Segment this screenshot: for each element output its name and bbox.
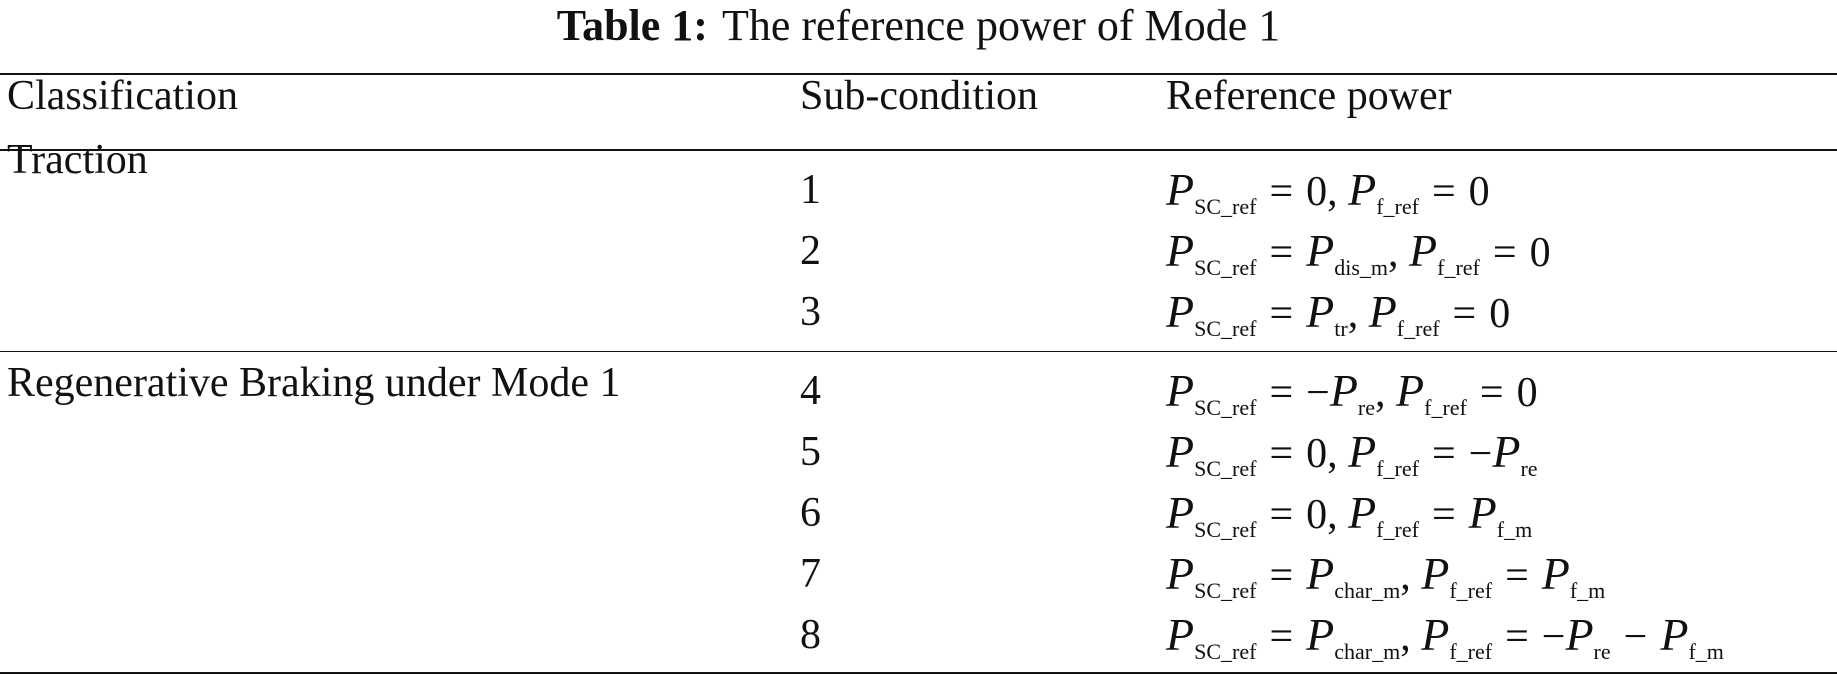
- math-text: −: [1306, 370, 1330, 416]
- math-operator: =: [1269, 614, 1294, 660]
- row-sub-condition: 3: [800, 289, 821, 335]
- header-reference-power: Reference power: [1166, 73, 1452, 119]
- row-reference-power: PSC_ref=0, Pf_ref=−Pre: [1166, 429, 1538, 492]
- top-rule: [0, 73, 1837, 75]
- math-variable: Pf_ref: [1368, 286, 1440, 342]
- math-operator: −: [1623, 614, 1648, 660]
- row-sub-condition: 8: [800, 612, 821, 658]
- math-variable: Pre: [1565, 609, 1611, 665]
- header-rule: [0, 149, 1837, 151]
- math-variable: Pf_ref: [1348, 164, 1419, 220]
- math-text: 0,: [1306, 169, 1349, 215]
- row-sub-condition: 2: [800, 228, 821, 274]
- row-reference-power: PSC_ref = Pdis_m, Pf_ref = 0: [1166, 228, 1551, 291]
- math-operator: =: [1505, 614, 1529, 660]
- bottom-rule: [0, 672, 1837, 674]
- math-text: ,: [1375, 370, 1397, 416]
- row-sub-condition: 1: [800, 167, 821, 213]
- row-reference-power: PSC_ref = Pchar_m, Pf_ref = Pf_m: [1166, 551, 1605, 614]
- math-operator: =: [1431, 492, 1456, 538]
- row-sub-condition: 6: [800, 490, 821, 536]
- math-operator: =: [1269, 230, 1294, 276]
- math-variable: Pchar_m: [1306, 548, 1401, 604]
- math-variable: Pf_m: [1541, 548, 1606, 604]
- math-variable: Pf_ref: [1348, 426, 1419, 482]
- group-rule: [0, 351, 1837, 352]
- math-operator: =: [1269, 291, 1294, 337]
- math-text: ,: [1388, 230, 1410, 276]
- math-variable: Pf_m: [1660, 609, 1724, 665]
- row-reference-power: PSC_ref = 0, Pf_ref = Pf_m: [1166, 490, 1532, 553]
- table-caption-label: Table 1:: [556, 1, 708, 50]
- math-variable: Pre: [1329, 365, 1376, 421]
- math-operator: =: [1431, 169, 1456, 215]
- math-variable: Pchar_m: [1306, 609, 1401, 665]
- math-variable: PSC_ref: [1166, 487, 1257, 543]
- math-variable: PSC_ref: [1166, 365, 1257, 421]
- header-classification: Classification: [7, 73, 238, 119]
- math-variable: Pre: [1492, 426, 1538, 482]
- math-variable: Pf_ref: [1421, 609, 1493, 665]
- math-text: ,: [1400, 553, 1422, 599]
- row-sub-condition: 7: [800, 551, 821, 597]
- math-text: 0: [1529, 230, 1551, 276]
- math-text: 0: [1468, 169, 1490, 215]
- math-text: 0: [1489, 291, 1511, 337]
- math-variable: PSC_ref: [1166, 609, 1257, 665]
- math-text: 0: [1516, 370, 1538, 416]
- math-variable: PSC_ref: [1166, 548, 1257, 604]
- math-operator: =: [1269, 370, 1294, 416]
- group-classification: Traction: [7, 137, 148, 183]
- row-reference-power: PSC_ref = 0, Pf_ref = 0: [1166, 167, 1490, 230]
- math-text: −: [1541, 614, 1566, 660]
- math-variable: Pf_ref: [1348, 487, 1419, 543]
- row-sub-condition: 4: [800, 368, 821, 414]
- math-operator: =: [1452, 291, 1477, 337]
- group-classification: Regenerative Braking under Mode 1: [7, 360, 621, 406]
- header-sub-condition: Sub-condition: [800, 73, 1038, 119]
- math-text: −: [1468, 431, 1493, 477]
- math-operator: =: [1492, 230, 1517, 276]
- math-text: ,: [1347, 291, 1369, 337]
- math-variable: PSC_ref: [1166, 286, 1257, 342]
- row-reference-power: PSC_ref = Ptr, Pf_ref = 0: [1166, 289, 1510, 352]
- table-caption-title: The reference power of Mode 1: [721, 1, 1281, 50]
- table-caption: Table 1: The reference power of Mode 1: [0, 2, 1837, 50]
- math-operator: =: [1269, 169, 1294, 215]
- math-operator: =: [1269, 431, 1294, 477]
- math-variable: Ptr: [1306, 286, 1348, 342]
- row-reference-power: PSC_ref=Pchar_m, Pf_ref=−Pre−Pf_m: [1166, 612, 1724, 675]
- math-variable: PSC_ref: [1166, 426, 1257, 482]
- math-variable: Pdis_m: [1306, 225, 1389, 281]
- math-text: 0,: [1306, 492, 1349, 538]
- math-variable: Pf_ref: [1409, 225, 1480, 281]
- math-text: ,: [1400, 614, 1422, 660]
- math-variable: Pf_m: [1468, 487, 1533, 543]
- math-variable: Pf_ref: [1421, 548, 1493, 604]
- row-reference-power: PSC_ref=−Pre, Pf_ref=0: [1166, 368, 1538, 431]
- math-operator: =: [1269, 492, 1294, 538]
- math-operator: =: [1479, 370, 1504, 416]
- math-operator: =: [1269, 553, 1294, 599]
- math-operator: =: [1431, 431, 1456, 477]
- row-sub-condition: 5: [800, 429, 821, 475]
- math-variable: Pf_ref: [1396, 365, 1467, 421]
- math-variable: PSC_ref: [1166, 164, 1257, 220]
- math-operator: =: [1505, 553, 1529, 599]
- math-variable: PSC_ref: [1166, 225, 1257, 281]
- math-text: 0,: [1306, 431, 1349, 477]
